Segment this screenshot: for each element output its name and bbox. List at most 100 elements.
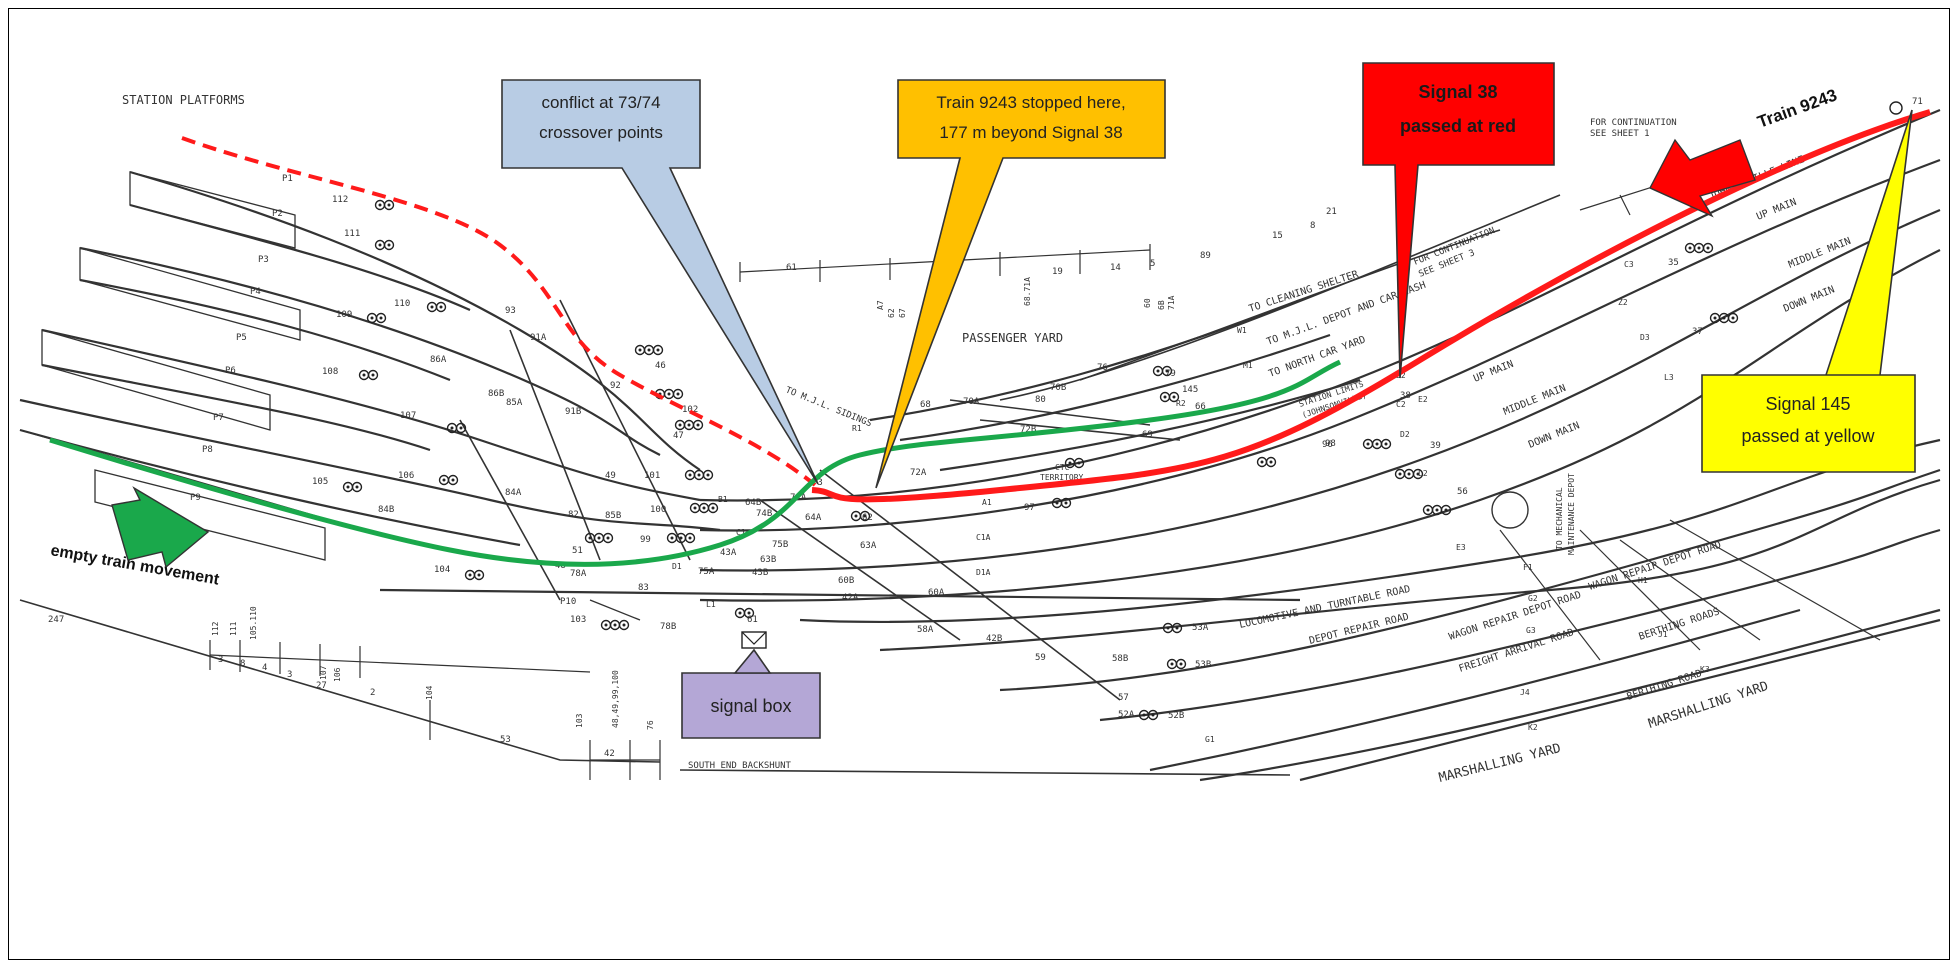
train-direction-arrow: Train 9243 bbox=[1649, 85, 1840, 218]
platform-label: P9 bbox=[190, 493, 201, 503]
signal38-callout: Signal 38 passed at red bbox=[1362, 62, 1555, 379]
platform-label: P1 bbox=[282, 174, 293, 184]
signal-number: 70B bbox=[1050, 383, 1066, 393]
empty-train-arrow: empty train movement bbox=[49, 486, 221, 589]
track-label: D2 bbox=[1400, 430, 1410, 439]
track-label: R2 bbox=[1176, 399, 1186, 408]
track-label: E3 bbox=[1456, 543, 1466, 552]
signal38-text-line2: passed at red bbox=[1400, 116, 1516, 136]
signal-number: 78B bbox=[660, 622, 676, 632]
mileage-number: 103 bbox=[575, 713, 584, 728]
signal-number: 107 bbox=[400, 411, 416, 421]
signal-number: 59 bbox=[1035, 653, 1046, 663]
signal-number: 63A bbox=[860, 541, 877, 551]
train-stopped-text-line2: 177 m beyond Signal 38 bbox=[939, 123, 1122, 142]
mileage-number: 76 bbox=[646, 720, 655, 730]
track-label: L1 bbox=[706, 600, 716, 609]
signal-number: 75B bbox=[772, 540, 788, 550]
track-label: C3 bbox=[1624, 260, 1634, 269]
conflict-text-line1: conflict at 73/74 bbox=[541, 93, 660, 112]
mileage-number: 68.71A bbox=[1023, 277, 1032, 306]
signal-145-marker bbox=[1889, 101, 1903, 115]
signal-number: 63B bbox=[760, 555, 776, 565]
signal-box-callout: signal box bbox=[681, 648, 821, 739]
train-9243-label: Train 9243 bbox=[1755, 85, 1840, 131]
signal-number: 52A bbox=[1118, 710, 1135, 720]
mileage-number: 6B bbox=[1157, 300, 1166, 310]
platform-label: P4 bbox=[250, 287, 261, 297]
platform-label: P8 bbox=[202, 445, 213, 455]
signal-number: 52B bbox=[1168, 711, 1184, 721]
signal-number: 91A bbox=[530, 333, 547, 343]
signal-number: 82 bbox=[568, 510, 579, 520]
signal-number: 43A bbox=[720, 548, 737, 558]
signal-number: 58A bbox=[917, 625, 934, 635]
signal-number: 106 bbox=[398, 471, 414, 481]
signal-number: 100 bbox=[650, 505, 666, 515]
signal-box-icon bbox=[741, 631, 767, 649]
signal-number: 72A bbox=[910, 468, 927, 478]
to-mech-depot-label-2: MAINTENANCE DEPOT bbox=[1567, 473, 1576, 555]
track-label: C2 bbox=[1396, 400, 1406, 409]
mileage-number: 3 bbox=[287, 670, 292, 680]
mileage-number: 89 bbox=[1200, 251, 1211, 261]
signal-number: 75A bbox=[698, 567, 715, 577]
track-label: K2 bbox=[1528, 723, 1538, 732]
signal-number: 39 bbox=[1430, 441, 1441, 451]
signal-number: 105 bbox=[312, 477, 328, 487]
signal-number: 37 bbox=[1692, 327, 1703, 337]
platform-label: P6 bbox=[225, 366, 236, 376]
signal-box-text: signal box bbox=[710, 696, 791, 716]
signal-number: 109 bbox=[336, 310, 352, 320]
track-label: B1 bbox=[718, 495, 728, 504]
track-label: C1A bbox=[976, 533, 991, 542]
mileage-number: 104 bbox=[425, 685, 434, 700]
signal-number: 53A bbox=[1192, 623, 1209, 633]
signal-number: 102 bbox=[682, 405, 698, 415]
track-label: J4 bbox=[1520, 688, 1530, 697]
red-dashed-route bbox=[181, 136, 817, 487]
platform-label: P10 bbox=[560, 597, 576, 607]
signal-number: 38 bbox=[1400, 391, 1411, 401]
mileage-number: 62 bbox=[887, 308, 896, 318]
signal-number: 68 bbox=[920, 400, 931, 410]
signal-number: 85B bbox=[605, 511, 621, 521]
track-label: A1 bbox=[982, 498, 992, 507]
mileage-number: 107 bbox=[319, 665, 328, 680]
signal-number: 111 bbox=[344, 229, 360, 239]
track-label: Z2 bbox=[1618, 298, 1628, 307]
signal-number: 85A bbox=[506, 398, 523, 408]
signal-number: 56 bbox=[1457, 487, 1468, 497]
ctc-territory-label-2: TERRITORY bbox=[1040, 473, 1084, 482]
continuation-left-2: SEE SHEET 1 bbox=[1590, 129, 1650, 139]
signal-number: 64B bbox=[745, 498, 761, 508]
track-label: G3 bbox=[1526, 626, 1536, 635]
signal-number: 78A bbox=[570, 569, 587, 579]
mileage-number: 21 bbox=[1326, 207, 1337, 217]
signal-number: 35 bbox=[1668, 258, 1679, 268]
signal-number: 47 bbox=[673, 431, 684, 441]
track-label: G1 bbox=[1205, 735, 1215, 744]
signal-number: 96 bbox=[1322, 440, 1333, 450]
signal-number: 86B bbox=[488, 389, 504, 399]
signal-number: 76 bbox=[1097, 363, 1108, 373]
conflict-callout: conflict at 73/74 crossover points bbox=[501, 79, 819, 485]
track-label: F1 bbox=[1523, 563, 1533, 572]
signal145-text-line2: passed at yellow bbox=[1741, 426, 1875, 446]
signal-number: 112 bbox=[332, 195, 348, 205]
signal-number: 62 bbox=[862, 513, 873, 523]
signal-number: 46 bbox=[655, 361, 666, 371]
signal38-text-line1: Signal 38 bbox=[1418, 82, 1497, 102]
signal-number: 42B bbox=[986, 634, 1002, 644]
track-label: D1A bbox=[976, 568, 991, 577]
signal-number: 72B bbox=[1020, 425, 1036, 435]
train-stopped-text-line1: Train 9243 stopped here, bbox=[936, 93, 1125, 112]
mileage-number: 111 bbox=[229, 621, 238, 636]
signal-number: 53B bbox=[1195, 660, 1211, 670]
mileage-number: 60 bbox=[1143, 298, 1152, 308]
signal-number: 57 bbox=[1118, 693, 1129, 703]
signal-number: 80 bbox=[1035, 395, 1046, 405]
signal-number: 69 bbox=[1142, 430, 1153, 440]
track-label: L3 bbox=[1664, 373, 1674, 382]
